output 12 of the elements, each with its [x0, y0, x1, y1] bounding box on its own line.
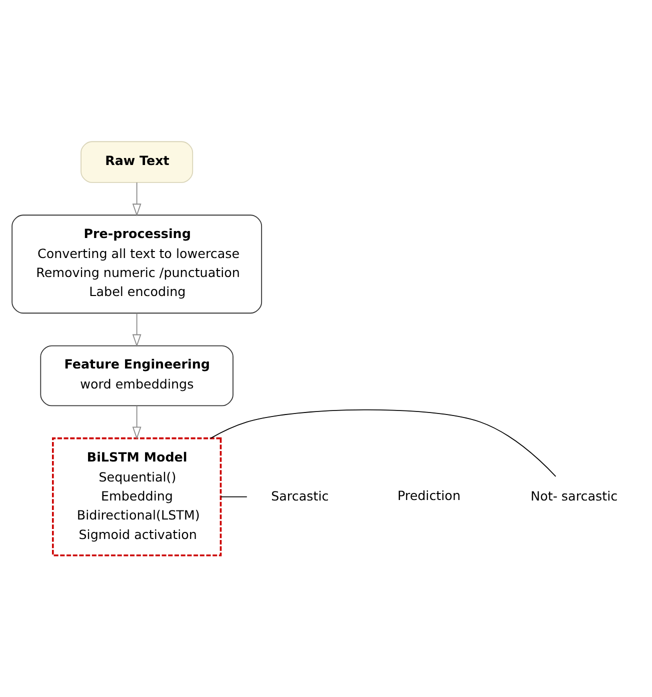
connector: [210, 409, 556, 477]
node-box: Pre-processing Converting all text to lowercase Removing numeric /punctuation Label encoding: [12, 214, 262, 314]
arrow: [132, 405, 142, 440]
node-box: BiLSTM Model Sequential() Embedding Bidirectional(LSTM) Sigmoid activation: [52, 437, 222, 556]
node-box: Raw Text: [80, 141, 194, 183]
arrow: [132, 182, 142, 216]
node-text: Not- sarcastic: [530, 488, 618, 504]
arrow: [132, 312, 142, 347]
node-box: Feature Engineering word embeddings: [40, 345, 234, 406]
connector: [220, 496, 248, 498]
label: Prediction: [397, 488, 460, 504]
node-text: Sarcastic: [271, 488, 329, 504]
